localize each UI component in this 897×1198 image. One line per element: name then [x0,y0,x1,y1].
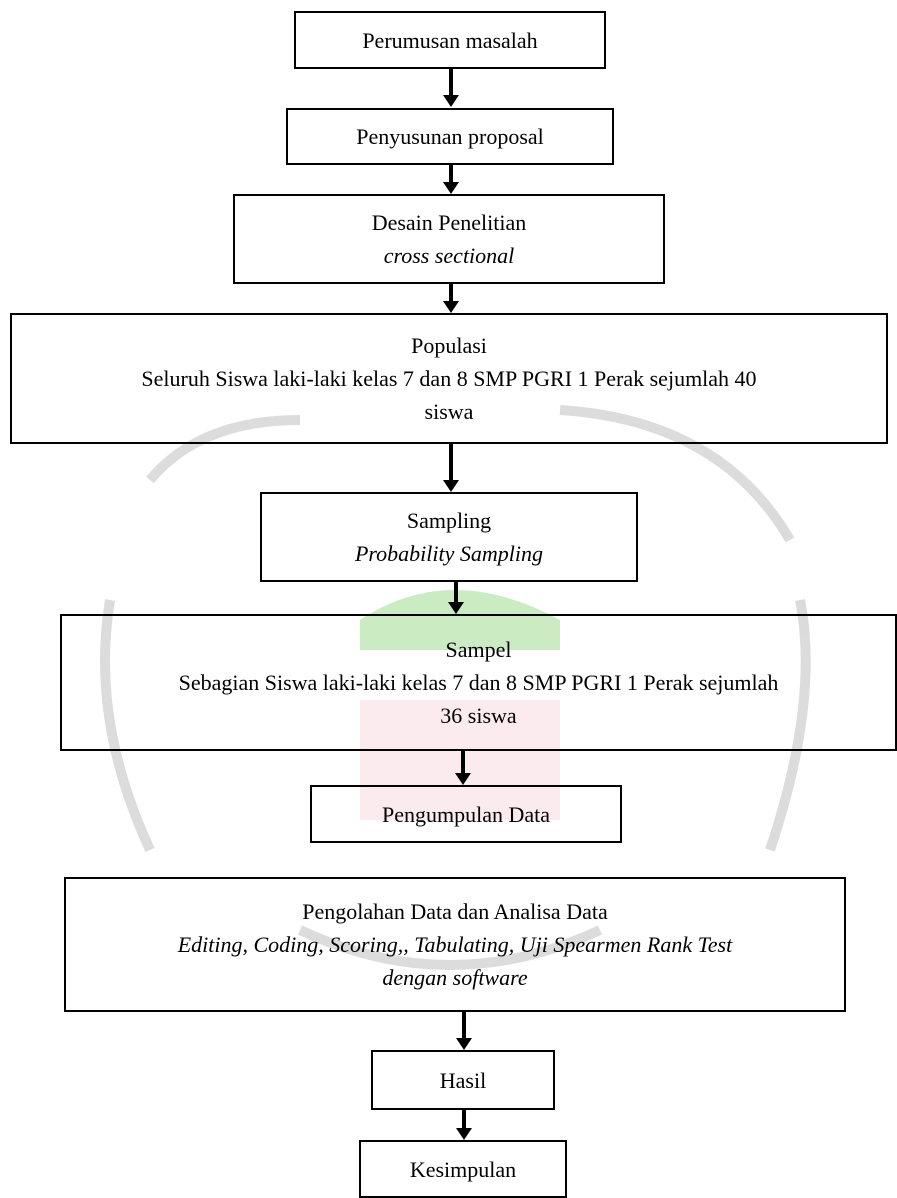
step-perumusan-masalah: Perumusan masalah [294,11,606,69]
step-detail: Sebagian Siswa laki-laki kelas 7 dan 8 S… [178,670,779,695]
step-title: Pengumpulan Data [381,801,551,827]
step-pengolahan-data: Pengolahan Data dan Analisa Data Editing… [64,877,846,1012]
step-kesimpulan: Kesimpulan [359,1140,567,1198]
step-title: Desain Penelitian [371,210,527,235]
step-title: Sampel [445,637,512,662]
step-title: Sampling [406,508,492,533]
step-pengumpulan-data: Pengumpulan Data [310,785,622,843]
step-title: Kesimpulan [409,1156,517,1182]
step-penyusunan-proposal: Penyusunan proposal [286,108,614,165]
step-title: Penyusunan proposal [356,124,544,149]
step-title: Pengolahan Data dan Analisa Data [302,899,608,924]
step-title: Hasil [439,1067,487,1093]
step-sampel: Sampel Sebagian Siswa laki-laki kelas 7 … [60,614,897,751]
arrow-down [443,444,459,492]
arrow-down [443,69,459,107]
step-detail: 36 siswa [440,703,517,728]
step-detail: Seluruh Siswa laki-laki kelas 7 dan 8 SM… [141,366,757,391]
arrow-down [443,165,459,194]
step-title: Perumusan masalah [362,27,538,53]
arrow-down [455,751,471,785]
step-detail: Editing, Coding, Scoring,, Tabulating, U… [177,932,733,957]
arrow-down [456,1012,472,1050]
step-hasil: Hasil [371,1050,555,1110]
arrow-down [456,1110,472,1140]
step-populasi: Populasi Seluruh Siswa laki-laki kelas 7… [10,313,888,444]
step-title: Populasi [411,333,487,358]
arrow-down [443,284,459,313]
step-subtitle: Probability Sampling [354,541,543,566]
arrow-down [448,582,464,614]
step-detail: dengan software [382,965,528,990]
step-desain-penelitian: Desain Penelitian cross sectional [233,194,665,284]
step-sampling: Sampling Probability Sampling [260,492,638,582]
step-detail: siswa [424,399,474,424]
step-subtitle: cross sectional [383,243,515,268]
